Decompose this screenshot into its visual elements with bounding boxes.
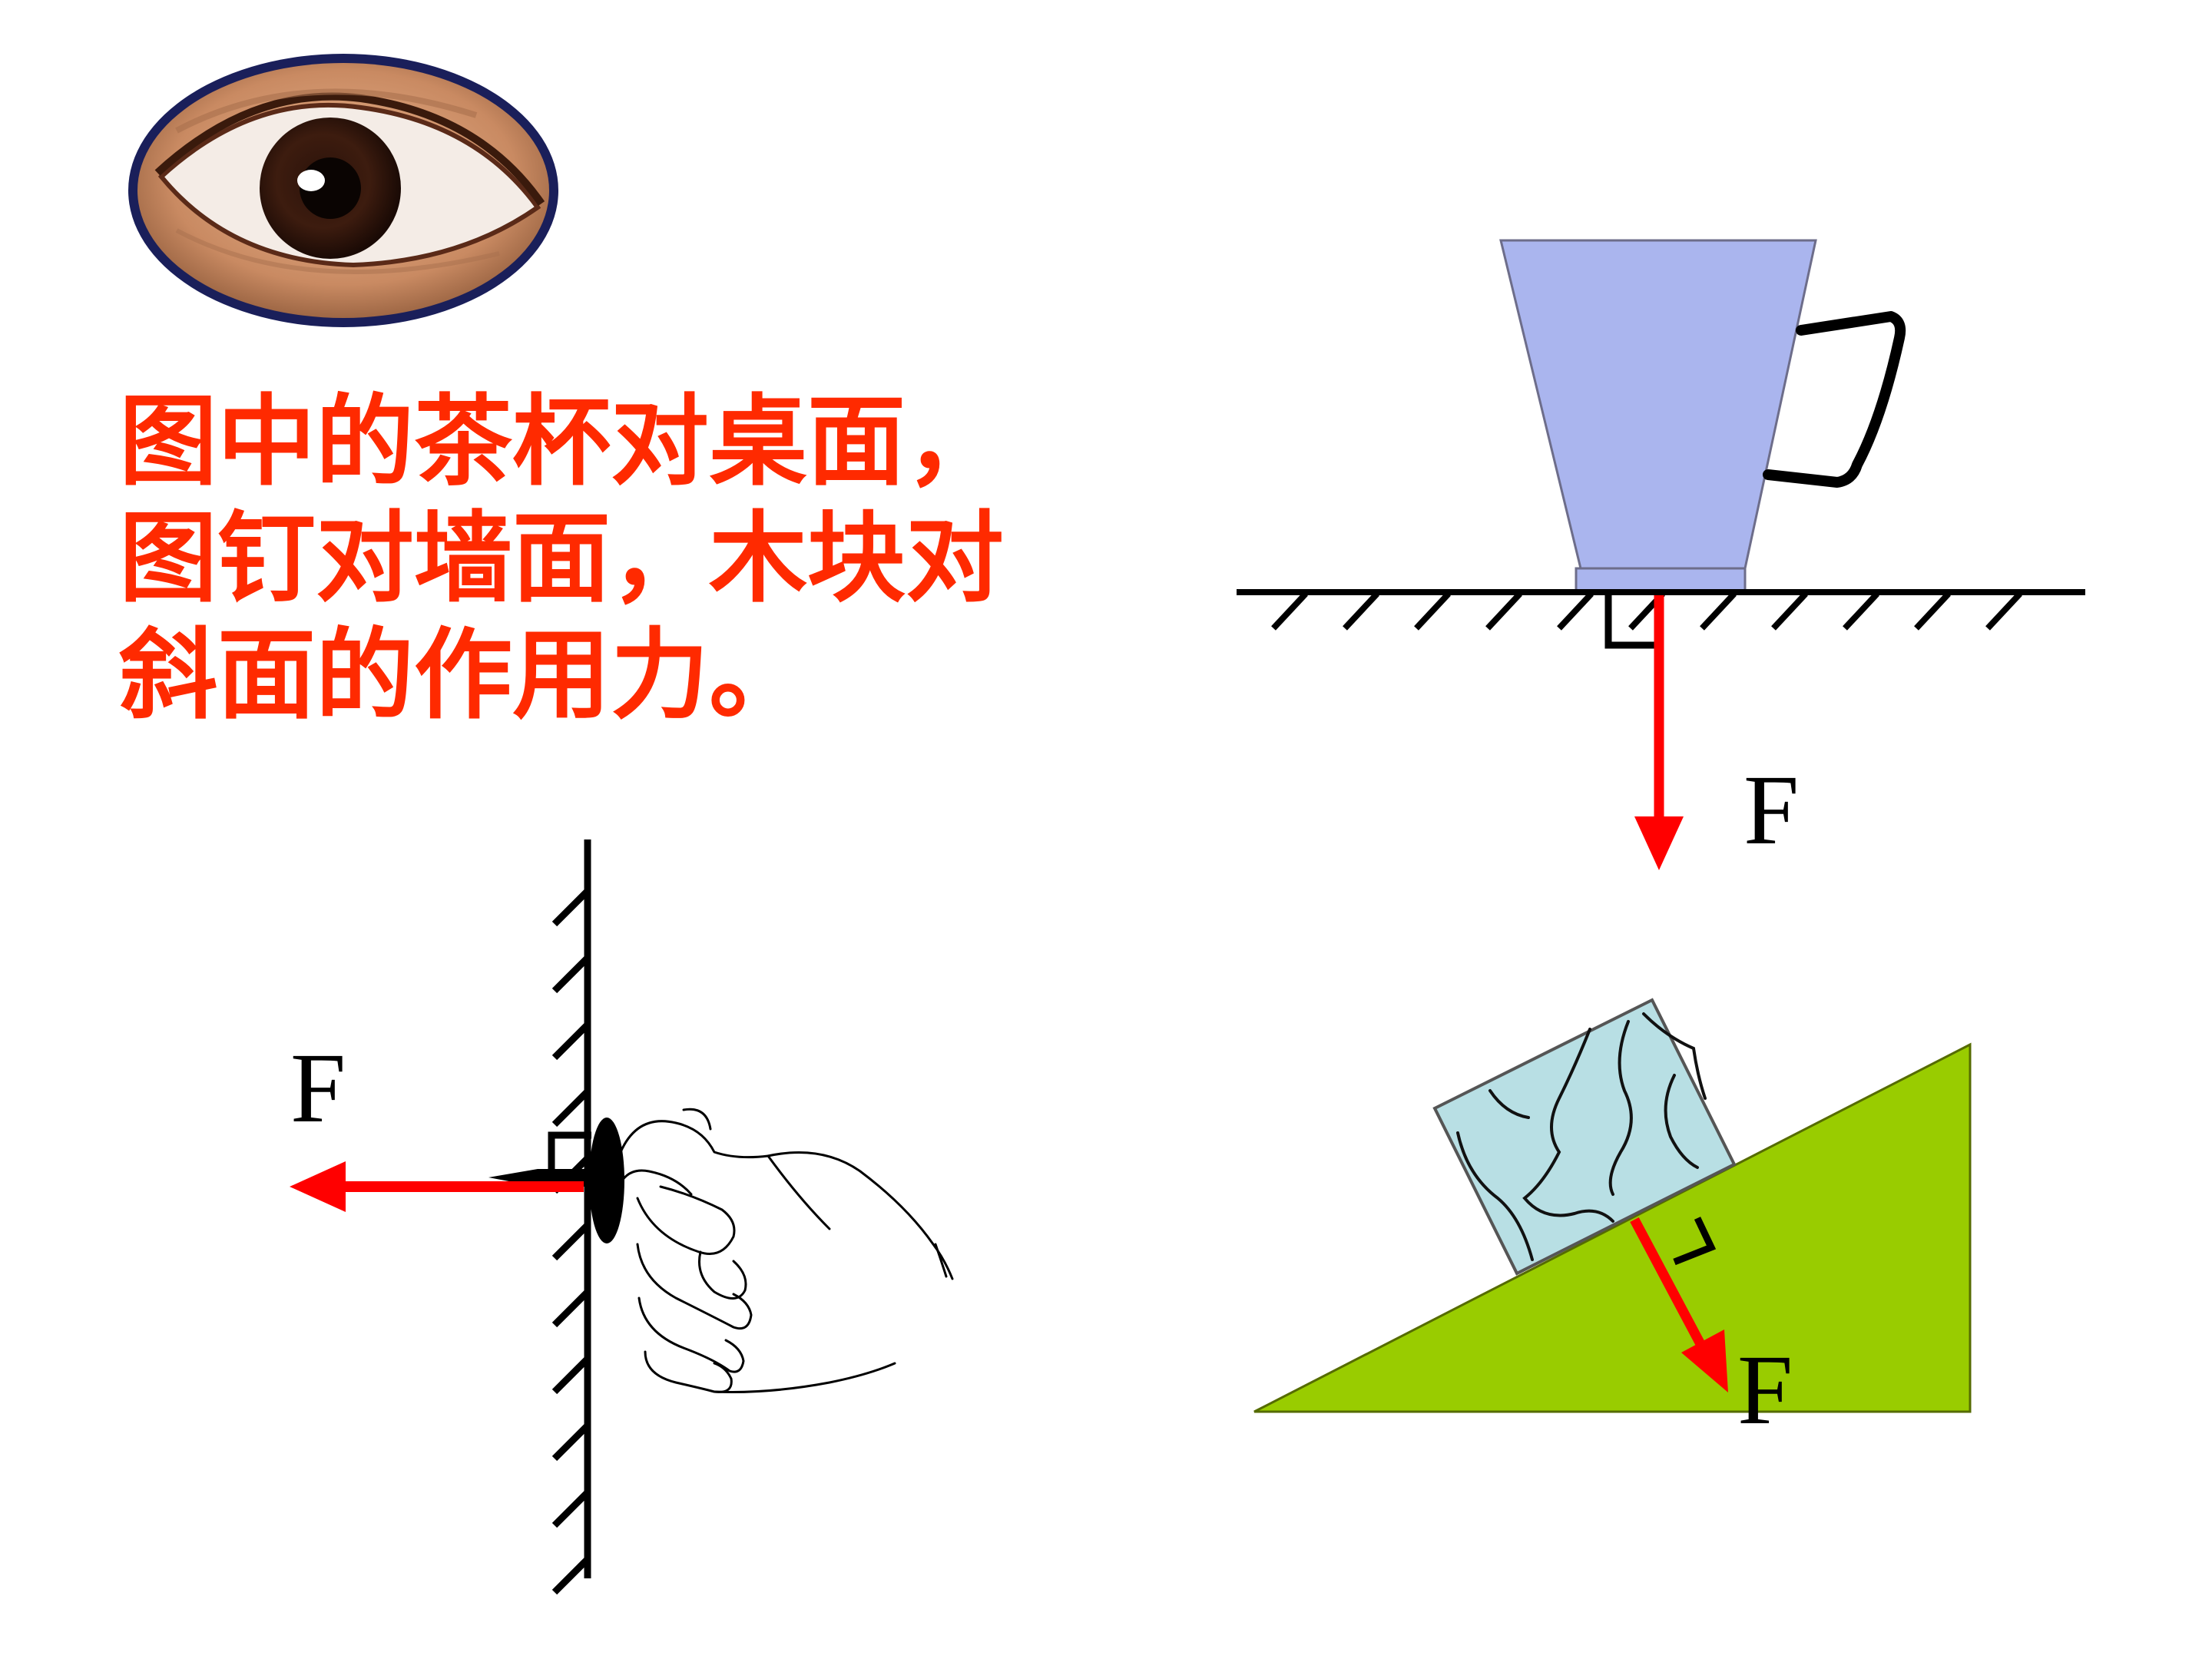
force-arrow-perpendicular bbox=[1630, 1217, 1728, 1392]
right-angle-mark bbox=[1673, 1217, 1717, 1266]
force-arrow-left bbox=[290, 1161, 584, 1212]
question-line-1: 图中的茶杯对桌面， bbox=[119, 385, 1005, 499]
incline bbox=[1253, 1042, 1972, 1413]
pin-diagram: F bbox=[290, 839, 954, 1595]
eye-icon bbox=[128, 54, 558, 327]
wooden-block bbox=[1432, 998, 1737, 1276]
wall bbox=[551, 839, 591, 1595]
incline-diagram: F bbox=[1253, 998, 1972, 1445]
force-label-incline: F bbox=[1737, 1335, 1793, 1445]
force-arrow-down bbox=[1634, 595, 1684, 870]
right-angle-mark bbox=[1604, 595, 1657, 649]
question-text: 图中的茶杯对桌面， 图钉对墙面，木块对 斜面的作用力。 bbox=[119, 384, 1079, 734]
cup bbox=[1499, 239, 1906, 594]
force-label-cup: F bbox=[1743, 755, 1799, 866]
question-line-2: 图钉对墙面，木块对 bbox=[119, 502, 1005, 616]
cup-handle bbox=[1763, 311, 1906, 488]
right-angle-mark bbox=[548, 1131, 591, 1179]
force-label-pin: F bbox=[290, 1033, 346, 1144]
question-line-3: 斜面的作用力。 bbox=[119, 618, 808, 733]
cup-diagram: F bbox=[1237, 239, 2085, 870]
hand-icon bbox=[619, 1108, 954, 1393]
